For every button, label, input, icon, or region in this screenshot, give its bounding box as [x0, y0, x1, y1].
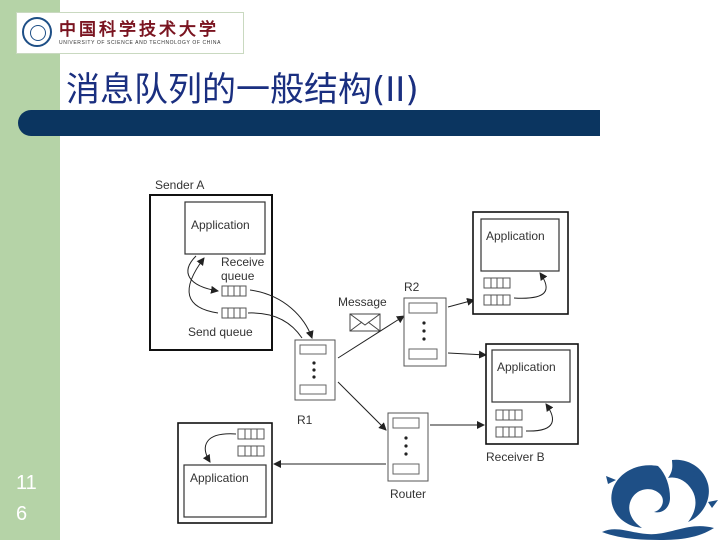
message-envelope-icon [349, 313, 381, 332]
arrow-receiver-b-app [525, 403, 554, 432]
arrow-r1-to-receive [249, 289, 314, 339]
receive-queue-label-line2: queue [221, 269, 255, 283]
arrow-r1-to-r2 [337, 315, 405, 359]
sender-application-box [184, 201, 266, 255]
slide-number: 11 6 [16, 472, 37, 525]
receive-queue [221, 285, 247, 297]
bottom-left-queue-lower [237, 445, 265, 457]
receiver-b-queue-upper [495, 409, 523, 421]
receiver-b-label: Receiver B [486, 450, 545, 464]
arrow-r2-to-receiver-b [447, 350, 487, 359]
r1-queue-stack [294, 339, 336, 401]
university-emblem-icon [22, 17, 52, 47]
arrow-send-to-r1 [247, 312, 303, 339]
r2-label: R2 [404, 280, 420, 294]
logo-chinese-name: 中国科学技术大学 [59, 20, 219, 40]
left-sidebar [0, 0, 60, 540]
bottom-left-application-label: Application [190, 471, 249, 485]
arrow-receive-to-app [187, 255, 219, 294]
router-label: Router [390, 487, 426, 501]
send-queue [221, 307, 247, 319]
receiver-b-application-label: Application [497, 360, 556, 374]
page-title: 消息队列的一般结构(II) [66, 70, 419, 110]
r1-label: R1 [297, 413, 313, 427]
receiver-b-queue-lower [495, 426, 523, 438]
university-logo: 中国科学技术大学 UNIVERSITY OF SCIENCE AND TECHN… [16, 12, 244, 54]
sender-a-label: Sender A [155, 178, 204, 192]
arrow-top-right-app [513, 272, 548, 299]
logo-english-name: UNIVERSITY OF SCIENCE AND TECHNOLOGY OF … [59, 40, 222, 46]
arrow-bottom-left-app [202, 433, 237, 463]
router-queue-stack [387, 412, 429, 482]
top-right-queue-lower [483, 294, 511, 306]
receiver-b-application-box [491, 349, 571, 403]
arrow-app-to-send [188, 257, 219, 314]
send-queue-label: Send queue [188, 325, 253, 339]
receive-queue-label-line1: Receive [221, 255, 265, 269]
bottom-left-queue-upper [237, 428, 265, 440]
arrow-r2-to-top-app [447, 297, 475, 308]
top-right-queue-upper [483, 277, 511, 289]
r2-queue-stack [403, 297, 447, 367]
title-underline-bar [18, 110, 600, 136]
dragon-logo-icon [602, 459, 718, 540]
bottom-left-application-box [183, 464, 267, 518]
message-label: Message [338, 295, 387, 309]
top-right-application-box [480, 218, 560, 272]
sender-application-label: Application [191, 218, 250, 232]
arrow-r1-to-router [337, 381, 387, 431]
top-right-application-label: Application [486, 229, 545, 243]
